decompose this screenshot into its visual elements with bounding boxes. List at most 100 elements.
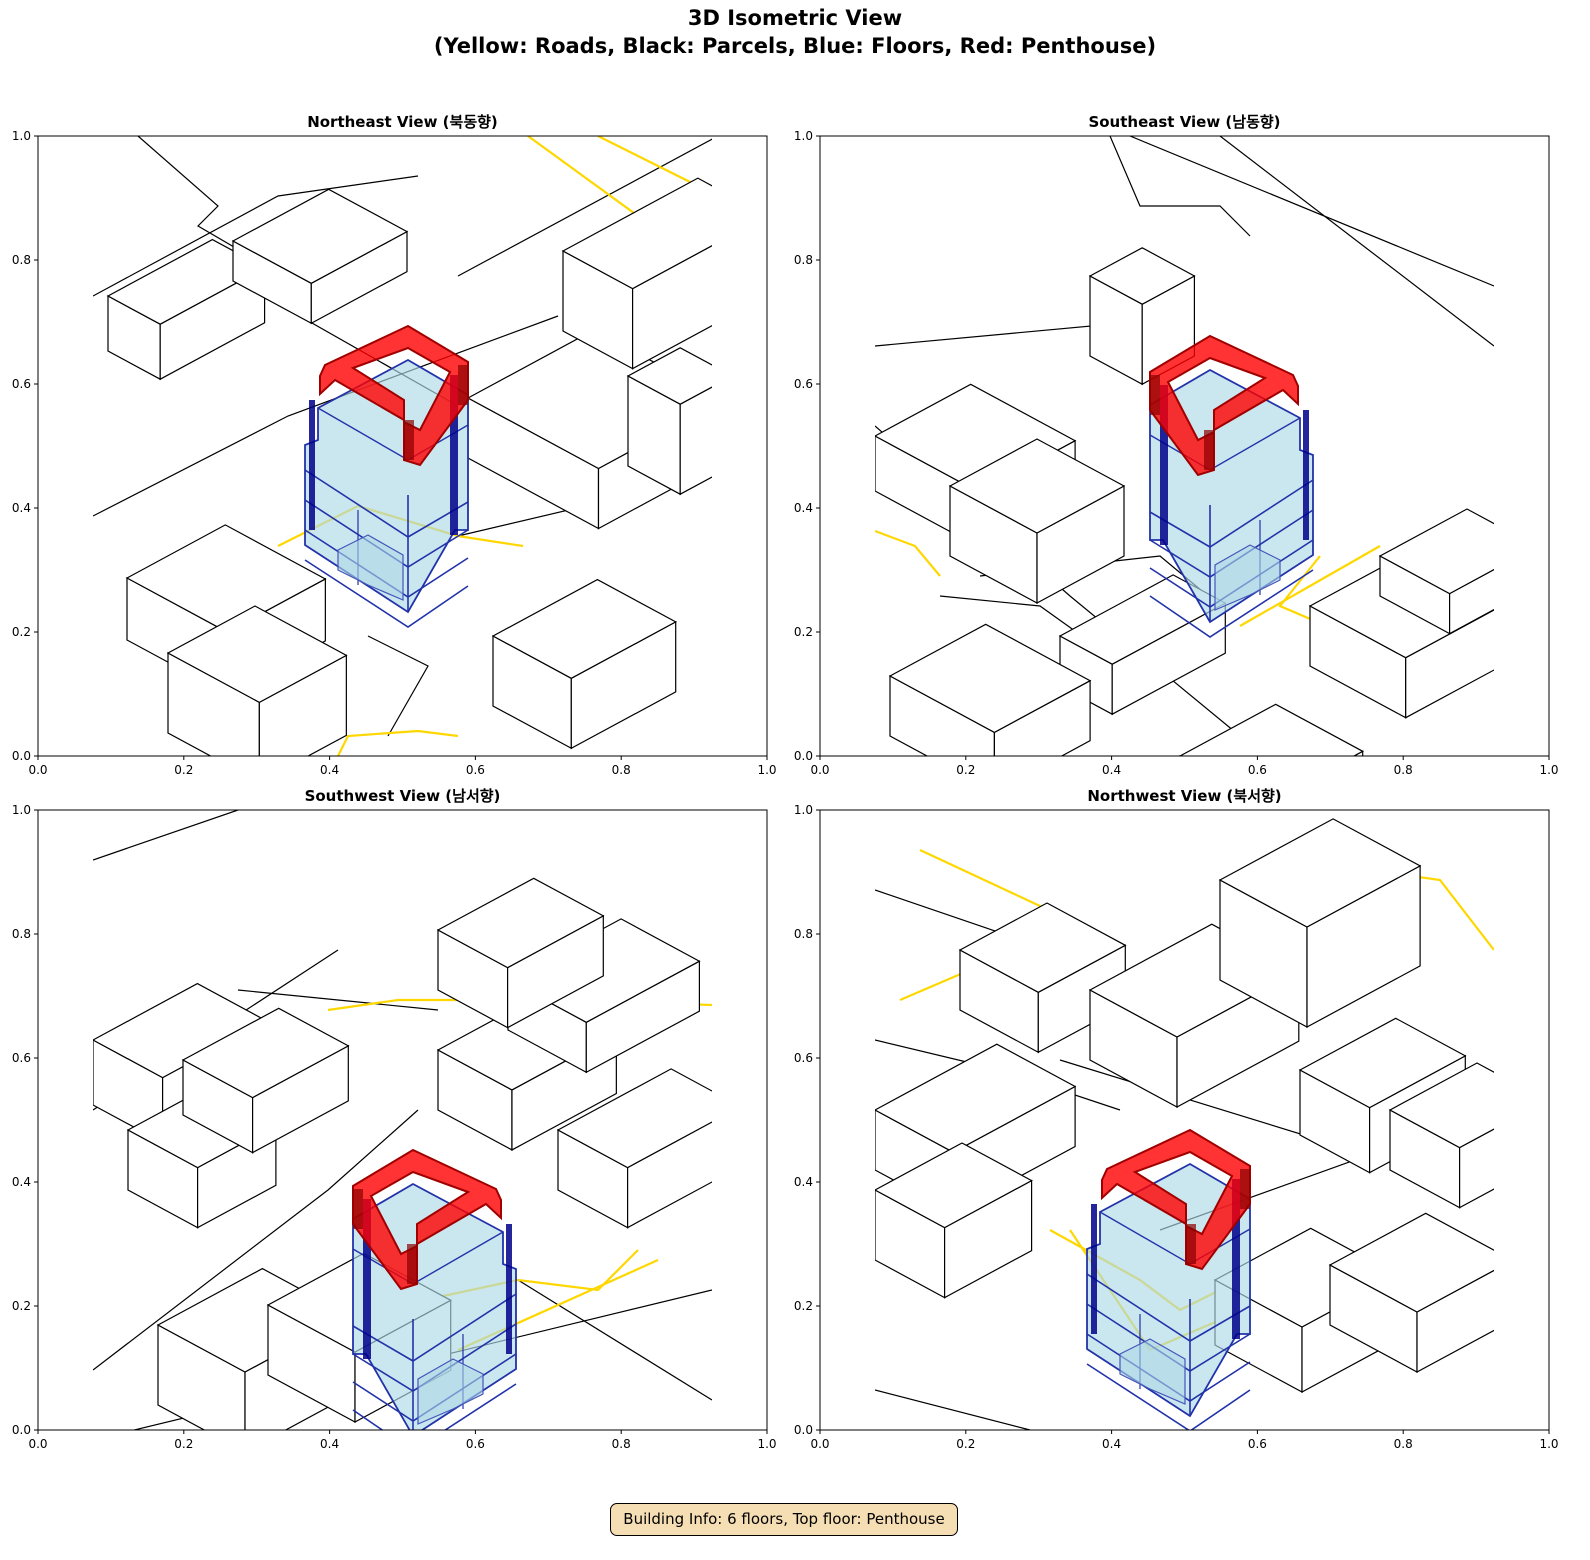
penthouse-wall [407, 1244, 417, 1284]
y-tick-label: 0.4 [12, 501, 31, 515]
x-tick-label: 0.2 [174, 763, 193, 777]
penthouse-wall [1150, 375, 1160, 415]
road-line [527, 136, 639, 217]
scene [875, 136, 1494, 756]
building-roof [1328, 1212, 1494, 1313]
parcel-building [626, 347, 712, 496]
core-column [450, 375, 458, 535]
x-tick-label: 0.2 [956, 1437, 975, 1451]
y-tick-label: 0.0 [794, 749, 813, 763]
parcel-building [1388, 1062, 1494, 1209]
y-tick-label: 1.0 [12, 803, 31, 817]
panel-title-southwest: Southwest View (남서향) [304, 787, 501, 805]
floor-slab-line [1149, 569, 1314, 638]
x-tick-label: 0.0 [810, 1437, 829, 1451]
target-building [1086, 1128, 1251, 1430]
road-line [875, 529, 941, 577]
scene [93, 136, 712, 756]
parcel-building [166, 605, 348, 756]
core-column [309, 400, 315, 530]
axes-frame [37, 135, 768, 757]
penthouse-wall [1204, 430, 1214, 470]
x-tick-label: 0.8 [1394, 1437, 1413, 1451]
building-roof [1378, 508, 1494, 595]
panel-title-northwest: Northwest View (북서향) [1087, 787, 1282, 805]
parcel-building [1058, 574, 1227, 716]
parcel-building [888, 623, 1092, 756]
y-tick-label: 0.0 [12, 749, 31, 763]
y-tick-label: 0.8 [794, 253, 813, 267]
penthouse-wall [458, 365, 468, 405]
y-tick-label: 0.2 [794, 625, 813, 639]
lower-floor-volume [1119, 1338, 1186, 1405]
y-tick-label: 0.4 [794, 1175, 813, 1189]
core-column [1303, 410, 1309, 540]
x-tick-label: 0.0 [28, 763, 47, 777]
building-face [679, 386, 712, 496]
parcel-boundary [1129, 136, 1494, 287]
parcel-boundary [367, 635, 429, 737]
building-roof [888, 623, 1092, 734]
y-tick-label: 1.0 [794, 129, 813, 143]
penthouse-wall [1240, 1169, 1250, 1209]
figure-subtitle: (Yellow: Roads, Black: Parcels, Blue: Fl… [433, 34, 1157, 58]
core-column [1091, 1204, 1097, 1334]
x-tick-label: 0.6 [466, 1437, 485, 1451]
y-tick-label: 0.6 [794, 377, 813, 391]
building-roof [181, 1007, 350, 1099]
x-tick-label: 0.4 [320, 763, 339, 777]
floor-slab-line [304, 559, 469, 628]
y-tick-label: 0.2 [12, 625, 31, 639]
x-tick-label: 1.0 [757, 1437, 776, 1451]
core-column [1232, 1179, 1240, 1339]
core-column [363, 1199, 371, 1359]
x-tick-label: 0.4 [1102, 1437, 1121, 1451]
road-line [337, 729, 459, 756]
scene [93, 810, 712, 1430]
x-tick-label: 0.8 [612, 763, 631, 777]
building-face [1458, 1128, 1494, 1209]
building-roof [875, 1142, 1033, 1229]
building-roof [626, 347, 712, 405]
y-tick-label: 0.2 [12, 1299, 31, 1313]
y-tick-label: 0.4 [12, 1175, 31, 1189]
building-roof [1218, 818, 1422, 928]
panel-title-northeast: Northeast View (북동향) [307, 113, 498, 131]
x-tick-label: 0.6 [1248, 1437, 1267, 1451]
y-tick-label: 0.2 [794, 1299, 813, 1313]
lower-floor-volume [417, 1358, 484, 1425]
x-tick-label: 1.0 [757, 763, 776, 777]
y-tick-label: 0.8 [794, 927, 813, 941]
building-roof [1298, 1017, 1467, 1109]
core-column [506, 1224, 512, 1354]
building-roof [231, 188, 409, 284]
x-tick-label: 0.2 [956, 763, 975, 777]
floor-slab-line [1086, 1363, 1251, 1430]
x-tick-label: 0.8 [612, 1437, 631, 1451]
parcel-boundary [1109, 136, 1251, 237]
building-roof [556, 1068, 712, 1169]
lower-floor-volume [337, 534, 404, 601]
building-roof [1178, 703, 1364, 756]
penthouse-wall [1186, 1224, 1196, 1264]
x-tick-label: 0.6 [466, 763, 485, 777]
x-tick-label: 0.4 [1102, 763, 1121, 777]
y-tick-label: 0.6 [12, 1051, 31, 1065]
parcel-boundary [457, 138, 712, 277]
building-roof [561, 177, 712, 290]
building-info-box: Building Info: 6 floors, Top floor: Pent… [610, 1503, 958, 1536]
y-tick-label: 0.4 [794, 501, 813, 515]
floor-slab-line [352, 1383, 517, 1430]
parcel-boundary [875, 1389, 1031, 1430]
parcel-building [1328, 1212, 1494, 1374]
parcel-boundary [1219, 136, 1494, 347]
road-line [899, 968, 971, 1002]
x-tick-label: 1.0 [1539, 763, 1558, 777]
parcel-building [561, 177, 712, 370]
